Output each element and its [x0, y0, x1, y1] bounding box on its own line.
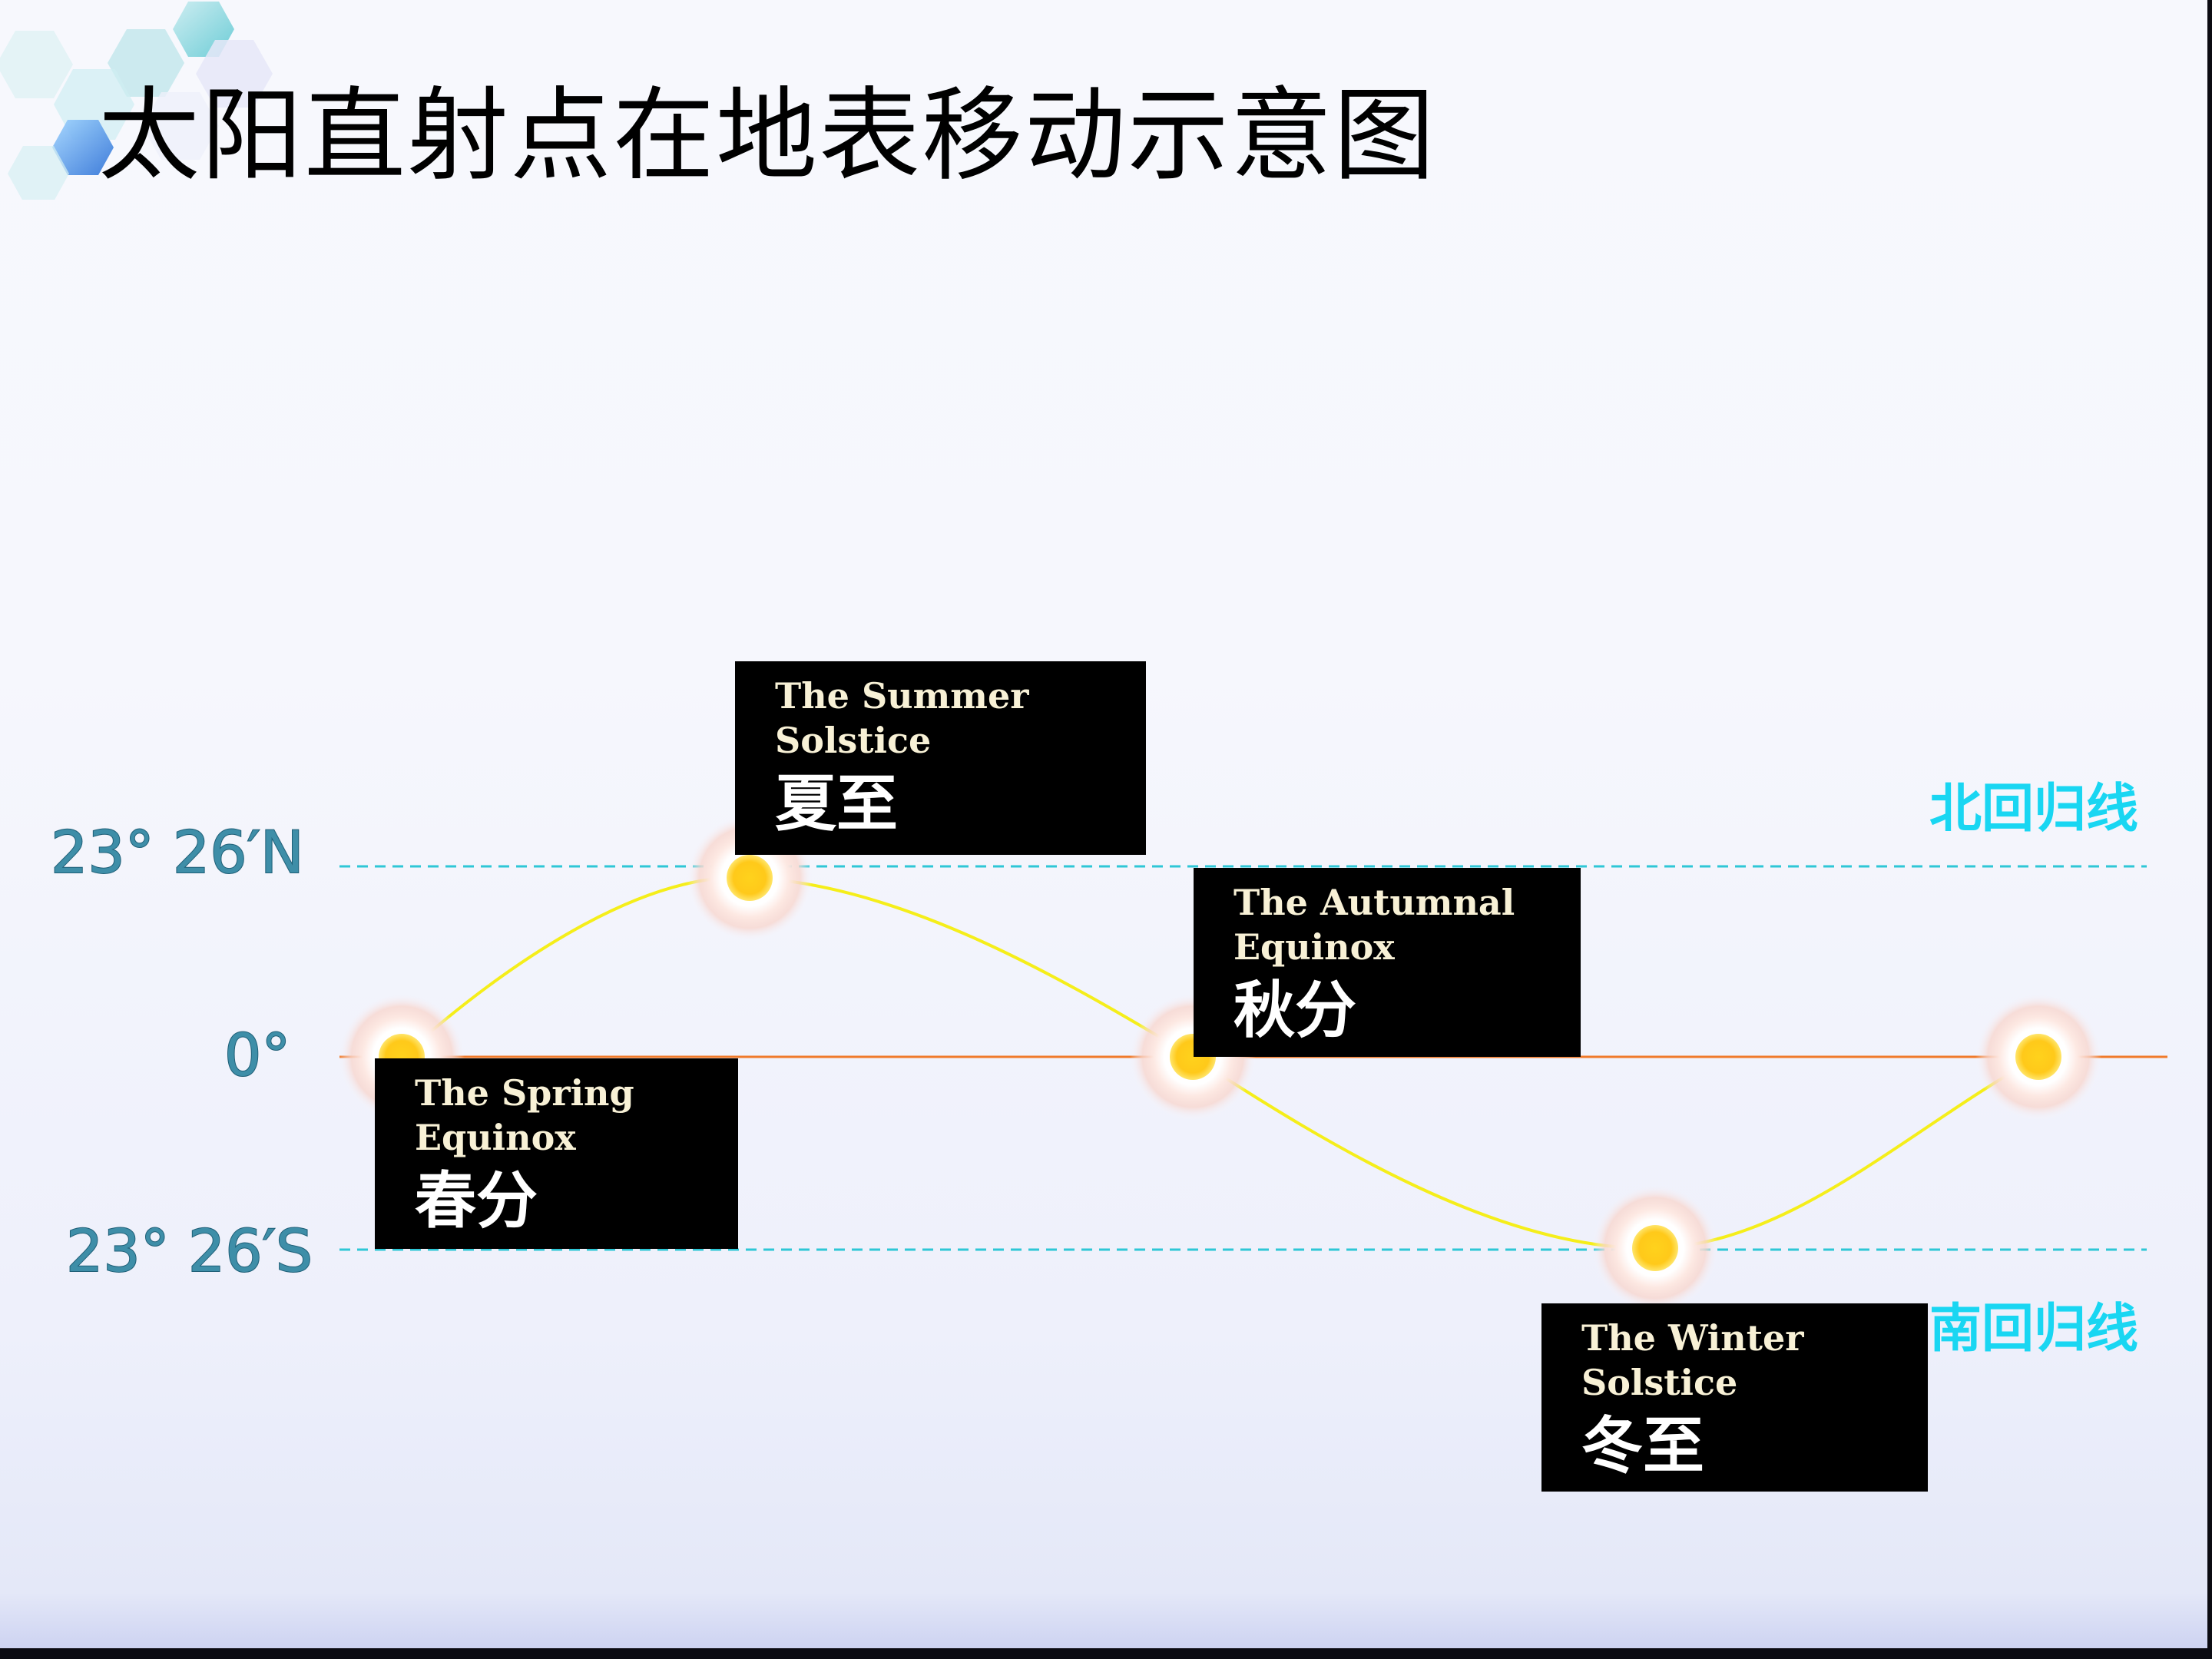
- spring-equinox-card: The Spring Equinox 春分: [375, 1058, 738, 1249]
- sun-icon: [1975, 994, 2101, 1120]
- spring-equinox-en: The Spring Equinox: [415, 1072, 634, 1158]
- summer-solstice-card: The Summer Solstice 夏至: [735, 661, 1146, 855]
- autumnal-equinox-card: The Autumnal Equinox 秋分: [1194, 868, 1581, 1057]
- summer-solstice-zh: 夏至: [775, 768, 898, 839]
- tropic-of-cancer-label: 北回归线: [1929, 779, 2138, 839]
- slide-right-border: [2207, 0, 2212, 1659]
- winter-solstice-card: The Winter Solstice 冬至: [1541, 1303, 1928, 1492]
- hexagon-decoration: [0, 2, 273, 200]
- autumnal-equinox-zh: 秋分: [1233, 975, 1356, 1046]
- sun-icon: [1592, 1185, 1718, 1311]
- latitude-equator-label: 0°: [224, 1021, 290, 1089]
- winter-solstice-zh: 冬至: [1581, 1410, 1704, 1482]
- winter-solstice-en: The Winter Solstice: [1581, 1317, 1804, 1403]
- latitude-north-label: 23° 26′N: [51, 818, 304, 886]
- autumnal-equinox-en: The Autumnal Equinox: [1233, 882, 1515, 968]
- slide-bottom-border: [0, 1648, 2212, 1659]
- tropic-of-capricorn-label: 南回归线: [1929, 1299, 2138, 1359]
- slide-title: 太阳直射点在地表移动示意图: [98, 77, 1436, 195]
- spring-equinox-zh: 春分: [415, 1165, 538, 1237]
- summer-solstice-en: The Summer Solstice: [775, 675, 1029, 761]
- latitude-south-label: 23° 26′S: [66, 1217, 313, 1285]
